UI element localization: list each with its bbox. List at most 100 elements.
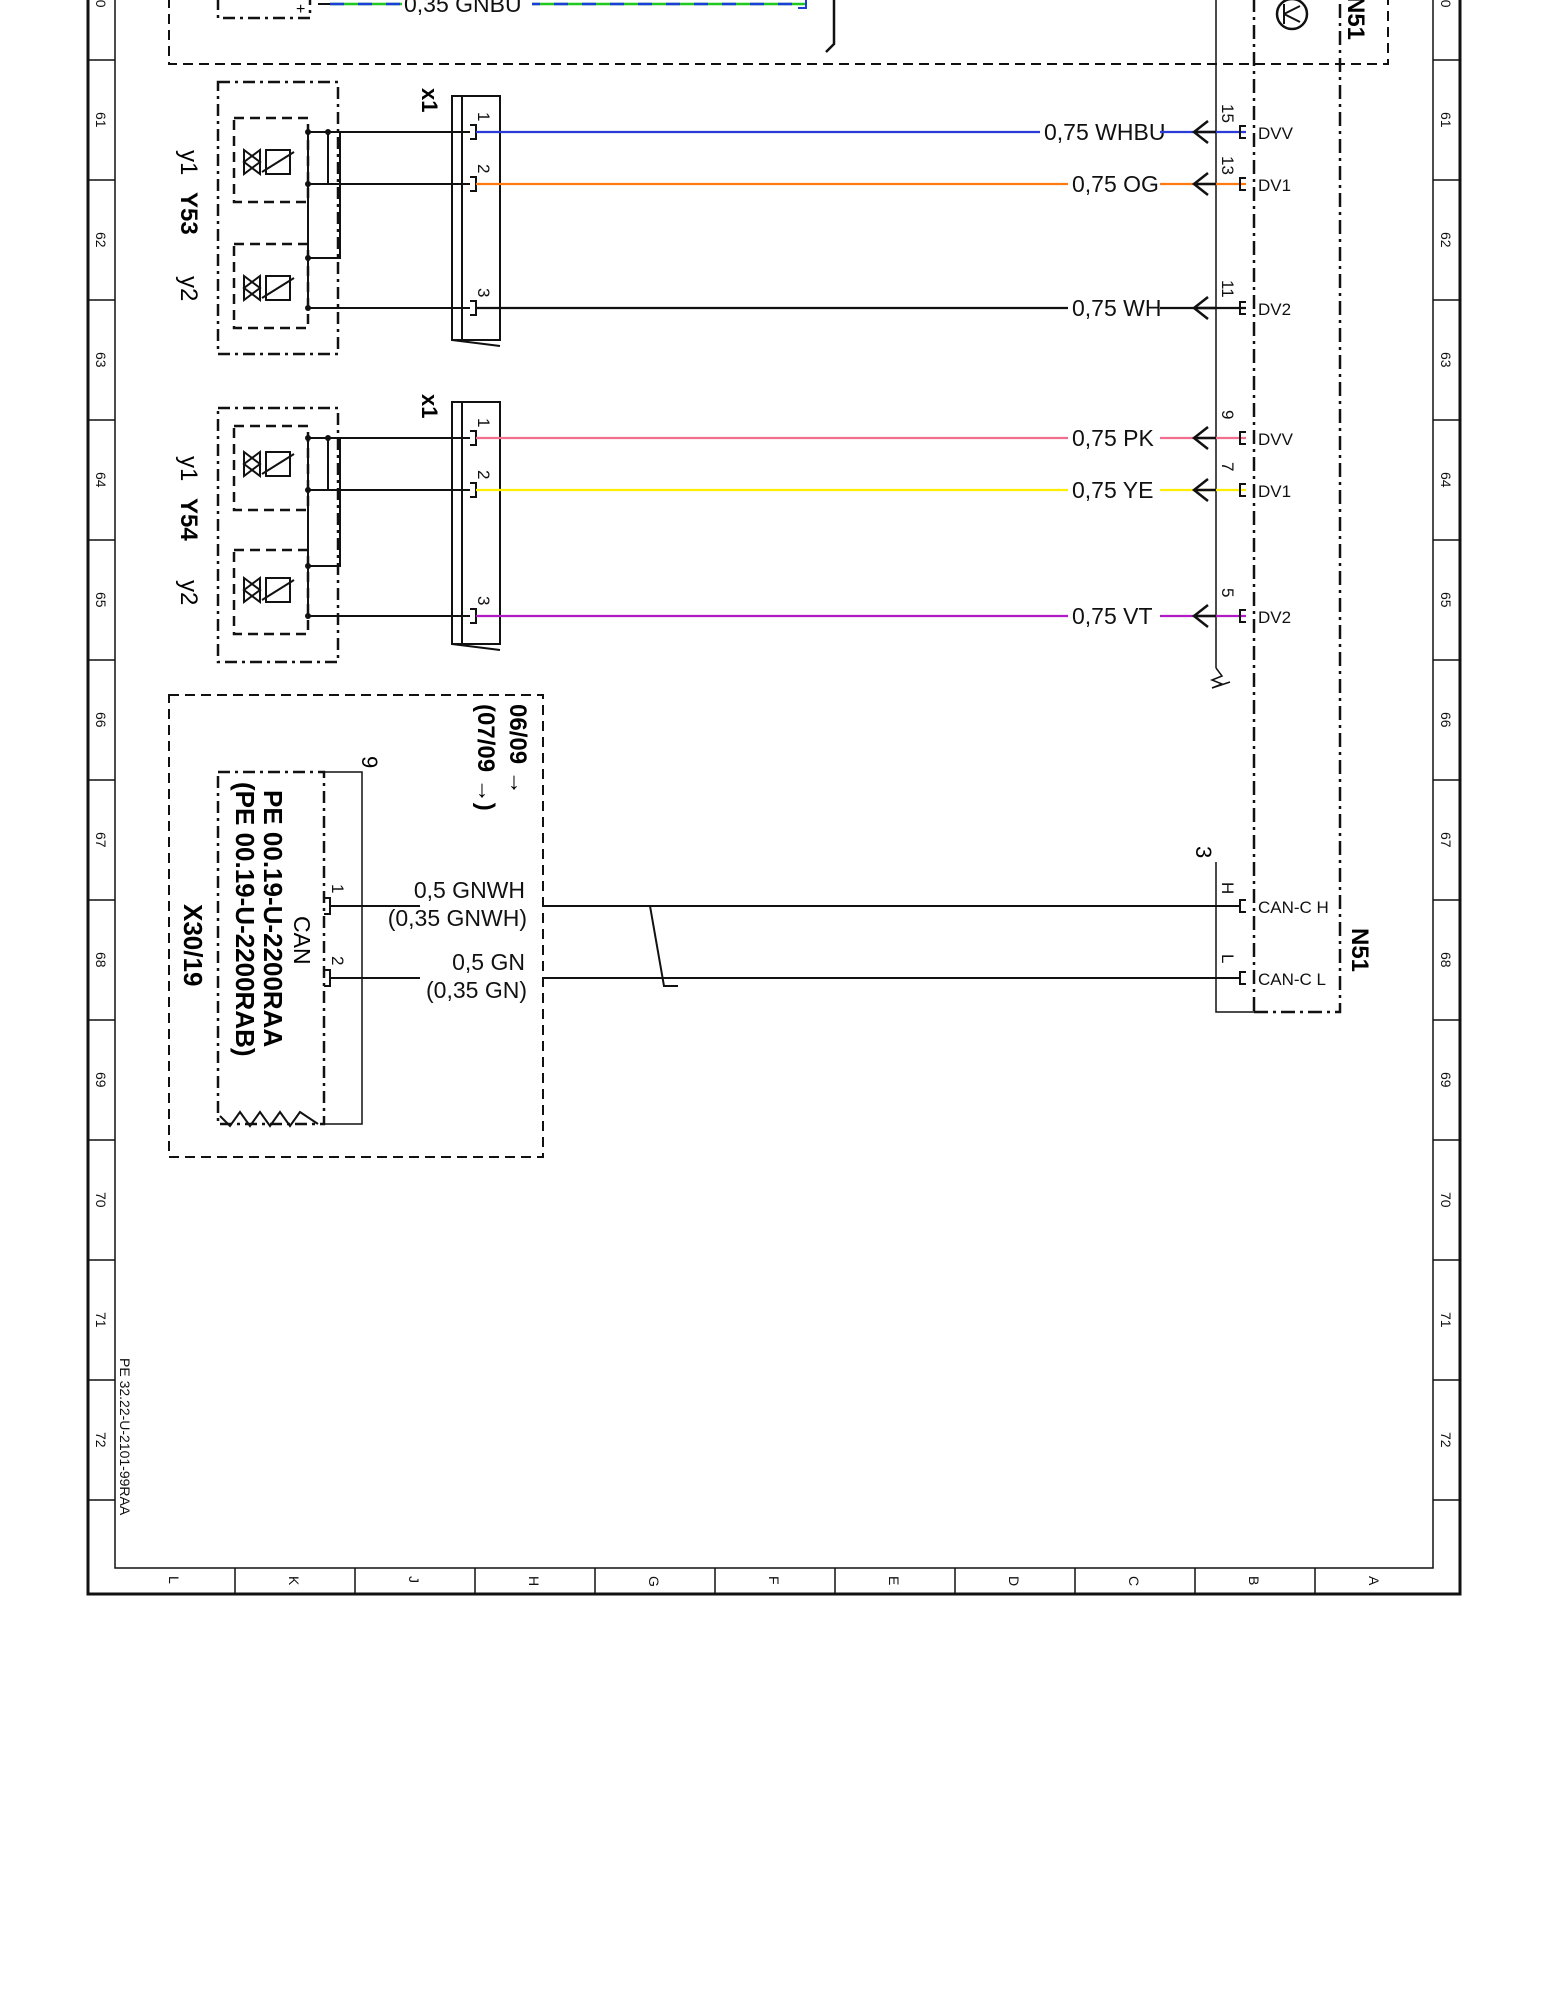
- row-number-left: 62: [93, 232, 109, 248]
- row-number-right: 68: [1438, 952, 1454, 968]
- row-number-left: 63: [93, 352, 109, 368]
- wire-label: 0,75 WHBU: [1044, 119, 1165, 145]
- column-letter: B: [1246, 1576, 1262, 1585]
- ecu-pin-number: 13: [1218, 156, 1237, 175]
- wire-label: 0,75 VT: [1072, 603, 1153, 629]
- ecu-can-pin-count: 3: [1191, 846, 1216, 858]
- can-ref-1: PE 00.19-U-2200RAA: [258, 790, 288, 1047]
- valve-y53-sub1: y1: [175, 150, 202, 175]
- wire-label: 0,75 WH: [1072, 295, 1161, 321]
- valve-y53-label: Y53: [175, 192, 202, 235]
- can-wire-alt-label: (0,35 GN): [426, 977, 527, 1003]
- valve-y54-internal-wiring: [307, 437, 341, 616]
- can-ref-2: (PE 00.19-U-2200RAB): [230, 782, 260, 1057]
- connector-pin-mark: [470, 300, 477, 316]
- column-letter: L: [166, 1576, 182, 1584]
- ecu-pin-mark: [1239, 483, 1246, 497]
- row-number-right: 66: [1438, 712, 1454, 728]
- can-connector-break: [219, 1110, 319, 1128]
- connector-pin-mark: [470, 482, 477, 498]
- can-ecu-bracket: [1215, 862, 1254, 1013]
- top-component-box: [216, 0, 312, 20]
- row-number-left: 71: [93, 1312, 109, 1328]
- twisted-pair-marker: [628, 905, 678, 987]
- ecu-pin-mark: [1239, 301, 1246, 315]
- can-validity-1: 06/09 →: [504, 704, 531, 795]
- valve-block-y53: Y53 y1 y2 x1: [175, 80, 501, 356]
- valve-stub-wires: [308, 131, 470, 617]
- top-bracket: [825, 0, 836, 53]
- ecu-pin-number: 11: [1218, 280, 1237, 298]
- ecu-signal-name: DV1: [1258, 482, 1291, 501]
- row-grid: 6060616162626363646465656666676768686969…: [88, 0, 1460, 1501]
- module-id-top: N51: [1342, 0, 1369, 40]
- connector-pin-mark: [470, 176, 477, 192]
- valve-y54-sub2: y2: [175, 580, 202, 605]
- column-letter: C: [1126, 1576, 1142, 1586]
- top-wire-label: 0,35 GNBU: [404, 0, 522, 17]
- row-number-right: 64: [1438, 472, 1454, 488]
- wire-label: 0,75 PK: [1072, 425, 1154, 451]
- valve-y53-internal-wiring: [307, 131, 341, 308]
- row-number-left: 61: [93, 112, 109, 128]
- sheet-frame-inner: [114, 0, 1434, 1569]
- row-number-right: 60: [1438, 0, 1454, 8]
- wire-label: 0,75 OG: [1072, 171, 1159, 197]
- can-validity-2: (07/09 →): [472, 704, 499, 811]
- can-pin-count: 9: [357, 756, 382, 768]
- row-number-right: 63: [1438, 352, 1454, 368]
- connector-pin-mark: [470, 608, 477, 624]
- drawing-number: PE 32.22-U-2101-99RAA: [117, 1358, 133, 1516]
- can-wire-label: 0,5 GN: [452, 949, 525, 975]
- n51-break-mark: [1209, 667, 1231, 689]
- column-letter: J: [406, 1576, 422, 1583]
- can-connector-pin-number: 1: [328, 884, 347, 893]
- connector-pin-number: 2: [474, 470, 493, 479]
- ecu-signal-name: DVV: [1258, 124, 1294, 143]
- column-letter: H: [526, 1576, 542, 1586]
- solenoid-valve-icon: [242, 576, 295, 604]
- solenoid-valve-icon: [242, 274, 295, 302]
- row-number-right: 65: [1438, 592, 1454, 608]
- connector-pin-number: 3: [474, 596, 493, 605]
- sheet-frame-outer: [86, 0, 1462, 1596]
- connector-pin-number: 1: [474, 418, 493, 427]
- row-number-left: 64: [93, 472, 109, 488]
- ecu-pin-number: 5: [1218, 588, 1237, 597]
- row-number-left: 65: [93, 592, 109, 608]
- column-letter: F: [766, 1576, 782, 1585]
- row-number-left: 60: [93, 0, 109, 8]
- ecu-signal-name: DVV: [1258, 430, 1294, 449]
- can-validity-box: [168, 694, 544, 1158]
- module-id-bottom: N51: [1346, 928, 1373, 972]
- column-letter: K: [286, 1576, 302, 1586]
- connector-pin-mark: [470, 124, 477, 140]
- row-number-left: 66: [93, 712, 109, 728]
- row-number-right: 67: [1438, 832, 1454, 848]
- plus-sign: +: [296, 1, 305, 18]
- can-ecu-pin-name: H: [1218, 882, 1237, 894]
- sensor-icon: [1275, 0, 1309, 31]
- row-number-right: 70: [1438, 1192, 1454, 1208]
- row-number-right: 69: [1438, 1072, 1454, 1088]
- ecu-pin-number: 15: [1218, 104, 1237, 123]
- n51-module-bottom: [1254, 0, 1342, 1014]
- can-ecu-signal-name: CAN-C H: [1258, 898, 1329, 917]
- can-ecu-pin-name: L: [1218, 954, 1237, 963]
- row-number-left: 70: [93, 1192, 109, 1208]
- row-number-left: 69: [93, 1072, 109, 1088]
- top-section-box: [168, 0, 1389, 65]
- row-number-left: 72: [93, 1432, 109, 1448]
- row-number-right: 61: [1438, 112, 1454, 128]
- valve-block-y53-frame: [216, 80, 340, 356]
- ecu-signal-name: DV1: [1258, 176, 1291, 195]
- can-ecu-signal-name: CAN-C L: [1258, 970, 1326, 989]
- column-letter: E: [886, 1576, 902, 1585]
- ecu-pin-number: 9: [1218, 410, 1237, 419]
- row-number-right: 62: [1438, 232, 1454, 248]
- valve-block-y54: Y54 y1 y2 x1: [175, 394, 501, 664]
- can-wire-alt-label: (0,35 GNWH): [388, 905, 527, 931]
- valve-y53-sub2: y2: [175, 276, 202, 301]
